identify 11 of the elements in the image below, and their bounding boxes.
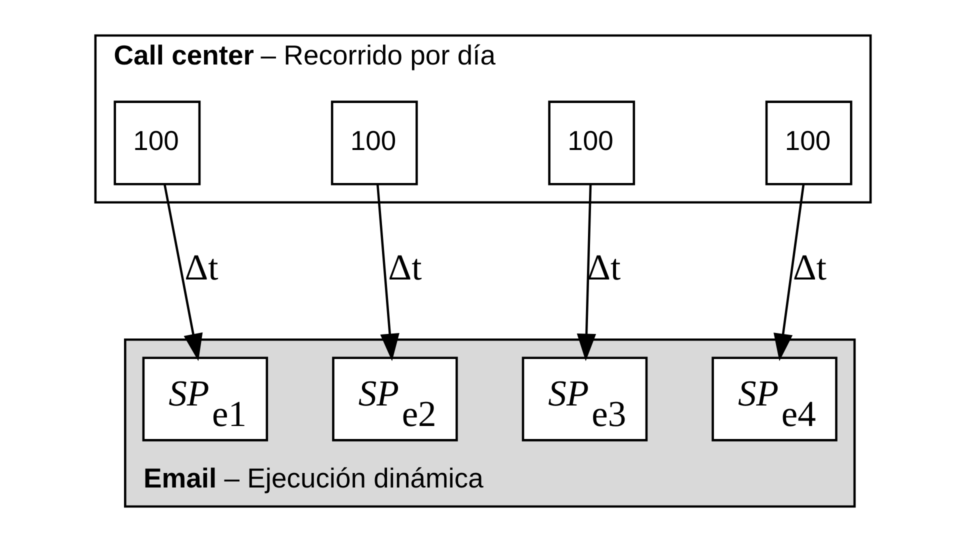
- arrow: [164, 184, 203, 362]
- node-box: 100: [548, 100, 636, 186]
- arrow: [376, 184, 400, 362]
- node-box: 100: [330, 100, 418, 186]
- edge-label: Δt: [587, 246, 621, 288]
- node-box: 100: [765, 100, 852, 186]
- arrow: [576, 184, 596, 362]
- node-box: 100: [114, 100, 201, 186]
- edge-label: Δt: [388, 246, 422, 288]
- edge-label: Δt: [184, 246, 218, 288]
- edge-label: Δt: [792, 246, 827, 288]
